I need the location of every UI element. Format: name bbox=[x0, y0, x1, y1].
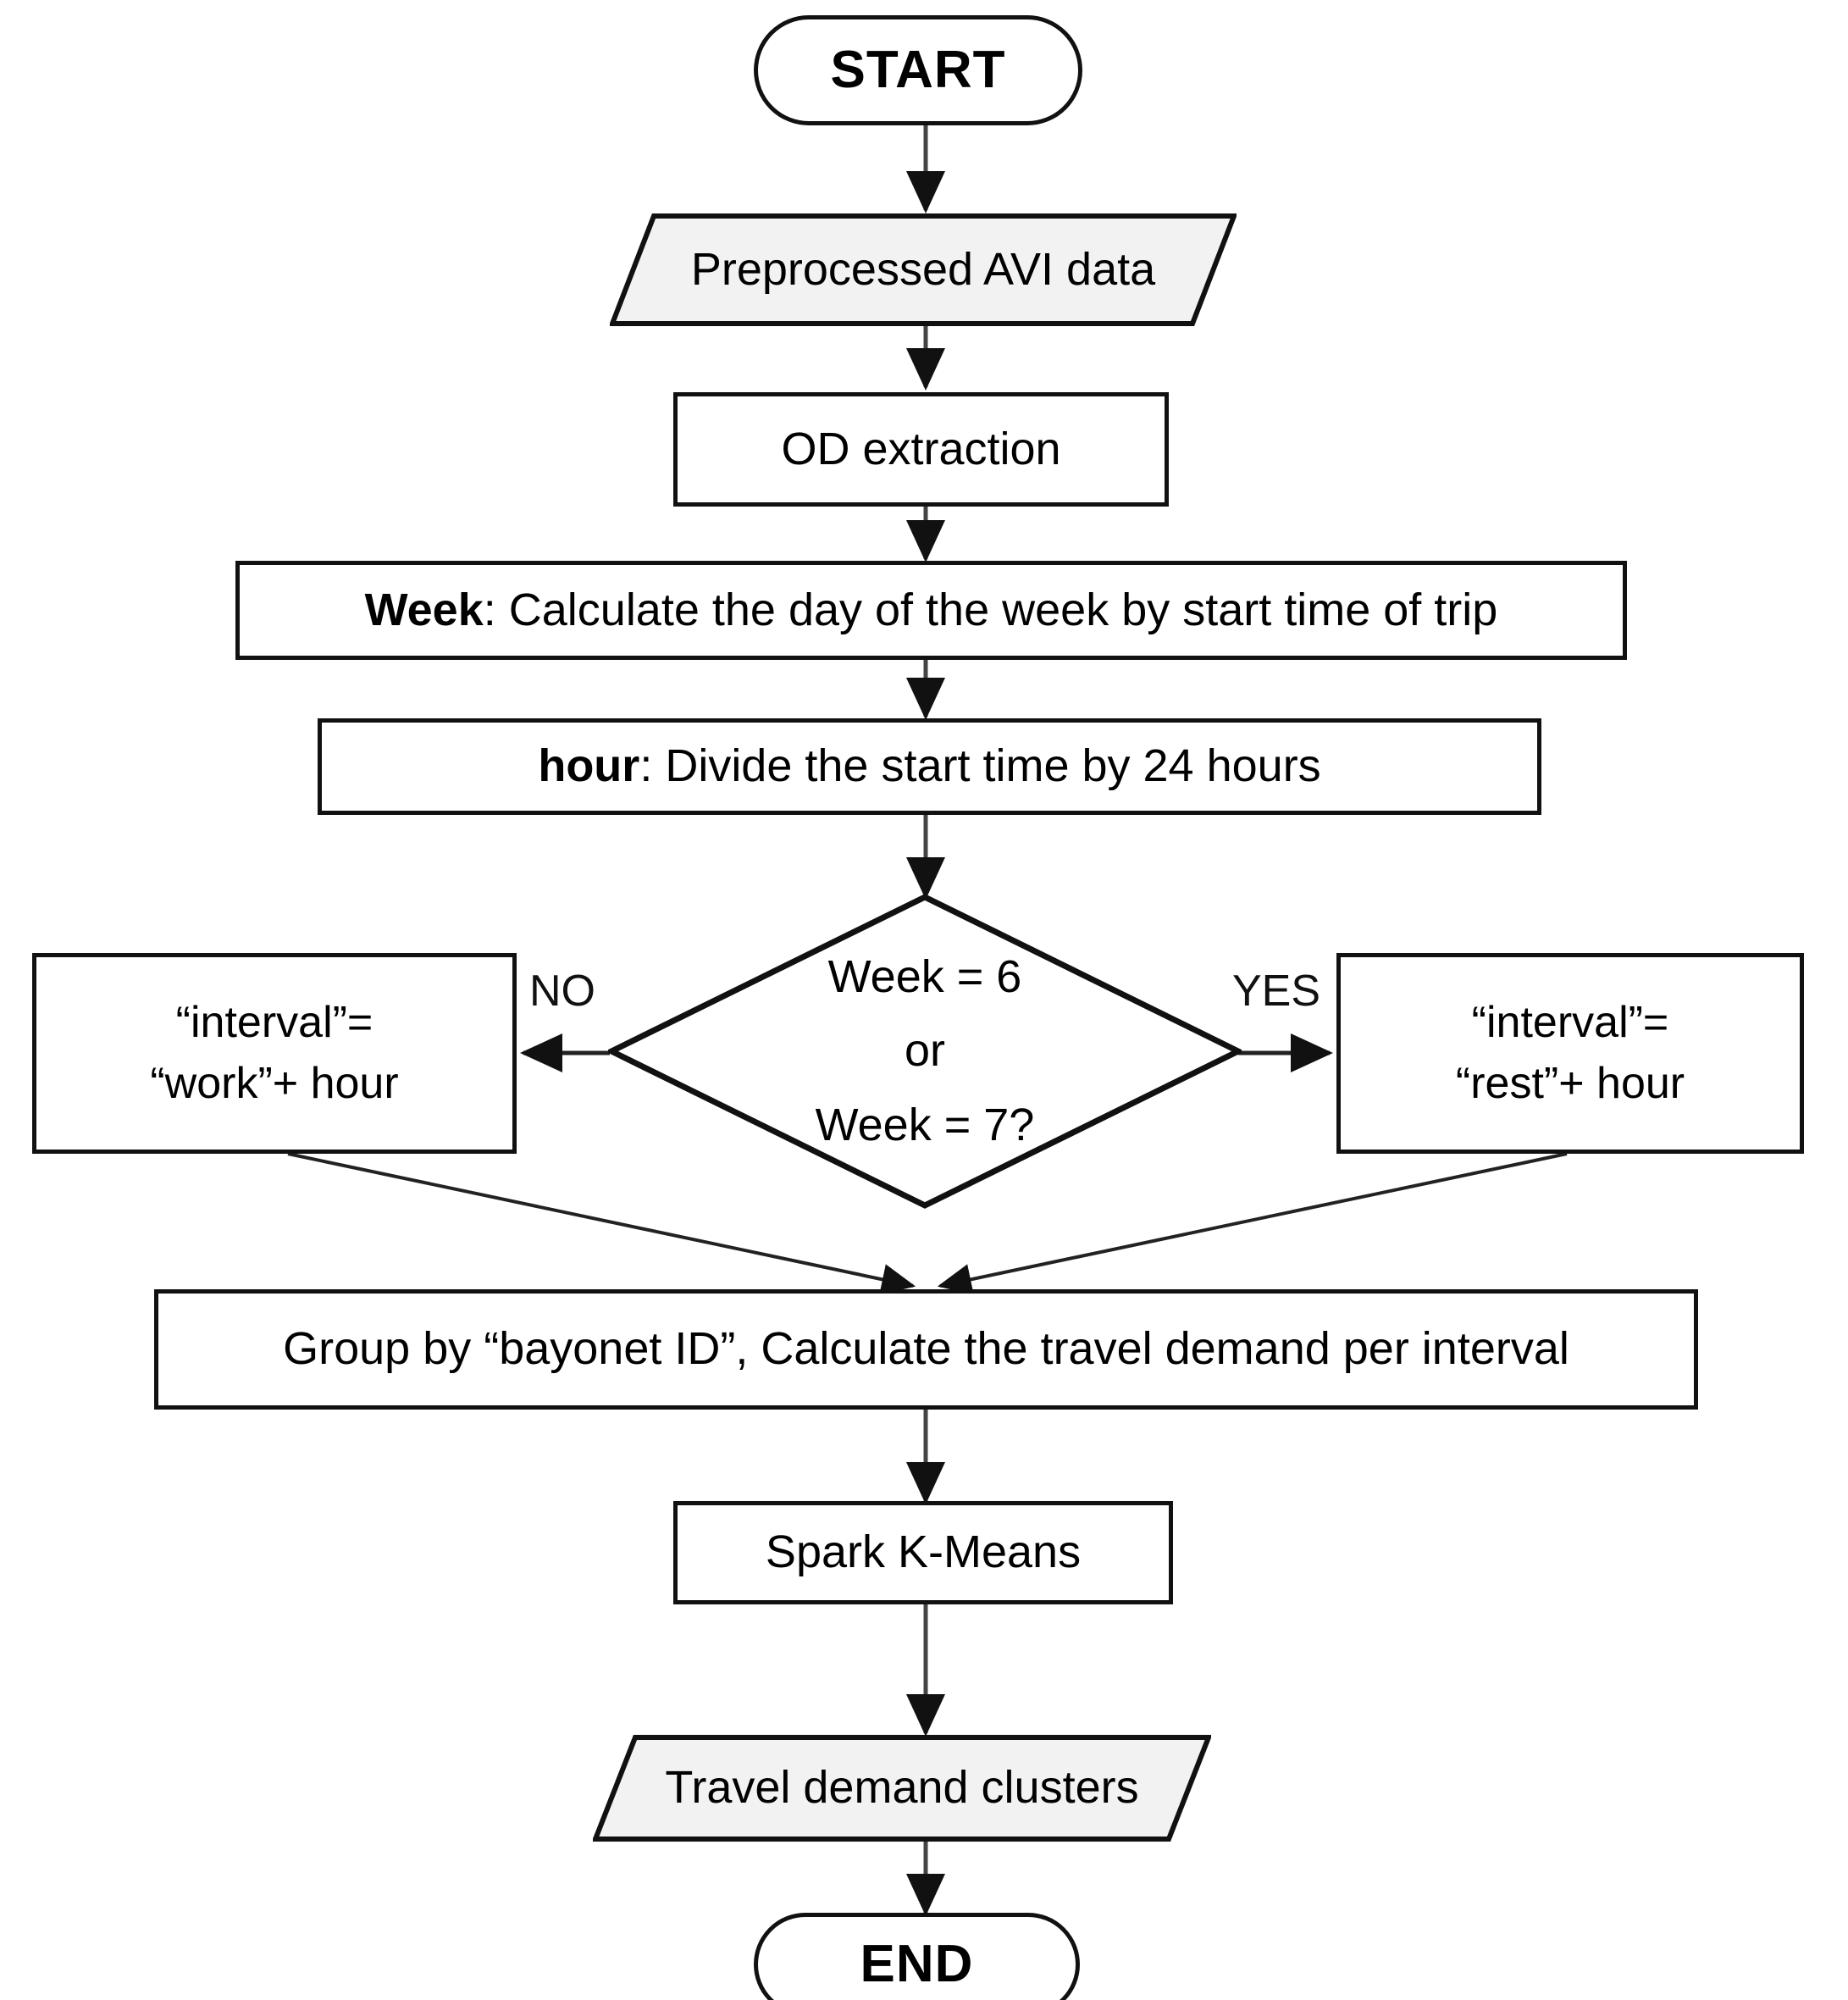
node-interval-work-line-2: “work”+ hour bbox=[150, 1058, 399, 1108]
node-week-calculation-label: Week: Calculate the day of the week by s… bbox=[365, 583, 1498, 639]
node-group-by-bayonet[interactable]: Group by “bayonet ID”, Calculate the tra… bbox=[154, 1289, 1698, 1410]
node-decision-week[interactable]: Week = 6 or Week = 7? bbox=[608, 894, 1242, 1209]
node-decision-week-label: Week = 6 or Week = 7? bbox=[608, 940, 1242, 1162]
node-interval-work-line-1: “interval”= bbox=[175, 997, 373, 1047]
node-preprocessed-avi-data-label: Preprocessed AVI data bbox=[690, 243, 1156, 295]
node-od-extraction[interactable]: OD extraction bbox=[673, 392, 1169, 507]
node-hour-calculation-rest: : Divide the start time by 24 hours bbox=[639, 740, 1321, 792]
node-end[interactable]: END bbox=[754, 1913, 1080, 2000]
node-start[interactable]: START bbox=[754, 15, 1082, 125]
node-travel-demand-clusters-label: Travel demand clusters bbox=[665, 1762, 1139, 1814]
node-interval-rest-line-2: “rest”+ hour bbox=[1455, 1058, 1685, 1108]
node-start-label: START bbox=[830, 41, 1006, 100]
node-week-calculation-rest: : Calculate the day of the week by start… bbox=[483, 584, 1498, 635]
decision-line-1: Week = 6 bbox=[827, 950, 1022, 1002]
edge-label-yes-text: YES bbox=[1232, 967, 1321, 1016]
node-od-extraction-label: OD extraction bbox=[781, 423, 1061, 474]
node-hour-calculation-keyword: hour bbox=[538, 740, 640, 792]
node-group-by-bayonet-label: Group by “bayonet ID”, Calculate the tra… bbox=[283, 1323, 1569, 1375]
node-end-label: END bbox=[860, 1935, 974, 1994]
node-spark-kmeans[interactable]: Spark K-Means bbox=[673, 1501, 1173, 1604]
node-interval-rest[interactable]: “interval”= “rest”+ hour bbox=[1336, 953, 1804, 1154]
edge-label-yes: YES bbox=[1232, 966, 1320, 1017]
node-hour-calculation[interactable]: hour: Divide the start time by 24 hours bbox=[318, 718, 1541, 815]
node-interval-rest-line-1: “interval”= bbox=[1471, 997, 1669, 1047]
node-interval-work[interactable]: “interval”= “work”+ hour bbox=[32, 953, 517, 1154]
node-hour-calculation-label: hour: Divide the start time by 24 hours bbox=[538, 739, 1320, 795]
edge-label-no: NO bbox=[529, 966, 595, 1017]
node-spark-kmeans-label: Spark K-Means bbox=[765, 1526, 1082, 1578]
parallelogram-shape bbox=[593, 1735, 1211, 1842]
node-week-calculation-keyword: Week bbox=[364, 584, 484, 635]
parallelogram-shape bbox=[610, 213, 1237, 326]
node-travel-demand-clusters[interactable]: Travel demand clusters bbox=[593, 1735, 1211, 1842]
decision-line-2: or bbox=[904, 1025, 945, 1077]
decision-line-3: Week = 7? bbox=[815, 1099, 1035, 1150]
edge-label-no-text: NO bbox=[529, 967, 595, 1016]
node-week-calculation[interactable]: Week: Calculate the day of the week by s… bbox=[235, 561, 1627, 660]
diamond-shape bbox=[608, 894, 1242, 1209]
node-preprocessed-avi-data[interactable]: Preprocessed AVI data bbox=[610, 213, 1237, 326]
